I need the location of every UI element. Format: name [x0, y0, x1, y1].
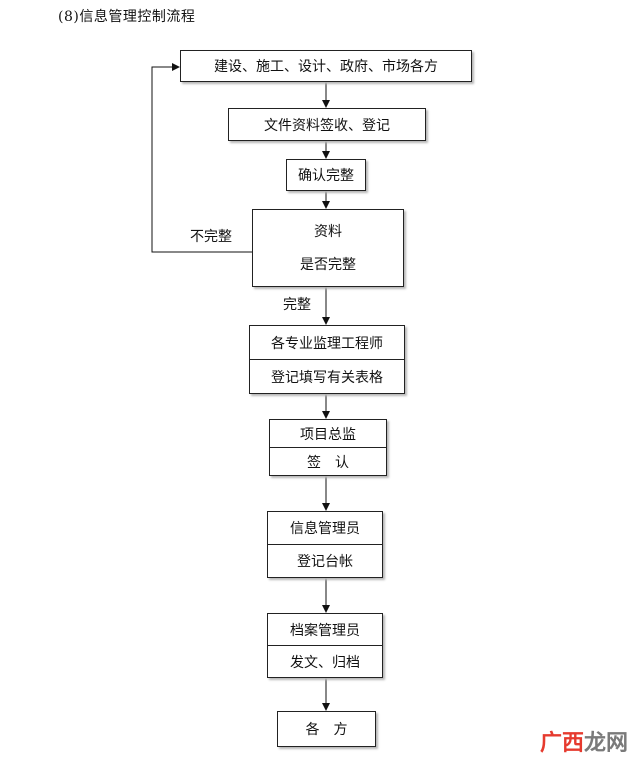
decision-line-2: 是否完整 [300, 257, 356, 273]
label-complete: 完整 [283, 297, 311, 313]
node-document-receipt: 文件资料签收、登记 [228, 108, 426, 141]
info-line-2: 登记台帐 [268, 544, 382, 577]
engineer-line-1: 各专业监理工程师 [271, 335, 383, 352]
page-title: (8)信息管理控制流程 [58, 9, 196, 25]
engineer-line-2: 登记填写有关表格 [250, 359, 404, 393]
info-line-1: 信息管理员 [290, 521, 360, 537]
watermark-logo: 广西 龙网 [540, 725, 628, 757]
chief-line-1: 项目总监 [300, 426, 356, 443]
archive-line-1: 档案管理员 [290, 622, 360, 639]
node-archive-manager: 档案管理员 发文、归档 [267, 613, 383, 678]
node-confirm-complete: 确认完整 [286, 159, 366, 191]
archive-line-2: 发文、归档 [268, 645, 382, 677]
chief-line-2: 签 认 [270, 447, 386, 475]
node-source-parties: 建设、施工、设计、政府、市场各方 [180, 50, 472, 82]
label-incomplete: 不完整 [190, 229, 232, 245]
decision-line-1: 资料 [314, 224, 342, 240]
node-info-manager: 信息管理员 登记台帐 [267, 511, 383, 578]
node-specialist-engineers: 各专业监理工程师 登记填写有关表格 [249, 325, 405, 394]
arrow-incomplete-loopback [151, 63, 252, 253]
watermark-part-2: 龙网 [583, 731, 628, 756]
node-chief-supervisor: 项目总监 签 认 [269, 419, 387, 476]
node-all-parties: 各 方 [277, 711, 376, 747]
node-decision-complete: 资料 是否完整 [252, 209, 404, 287]
watermark-part-1: 广西 [539, 731, 584, 756]
